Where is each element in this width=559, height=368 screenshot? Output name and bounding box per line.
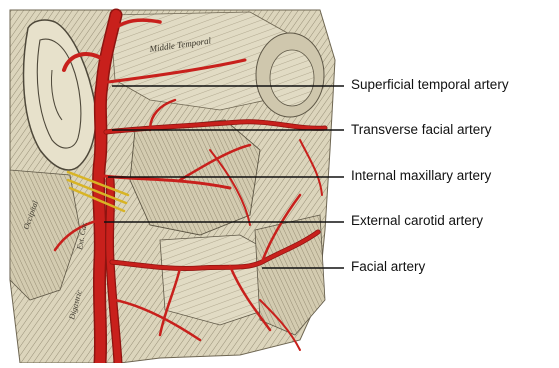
label-transverse-facial-artery: Transverse facial artery <box>351 122 492 138</box>
label-facial-artery: Facial artery <box>351 259 425 275</box>
label-internal-maxillary-artery: Internal maxillary artery <box>351 168 491 184</box>
label-superficial-temporal-artery: Superficial temporal artery <box>351 77 509 93</box>
label-external-carotid-artery: External carotid artery <box>351 213 483 229</box>
